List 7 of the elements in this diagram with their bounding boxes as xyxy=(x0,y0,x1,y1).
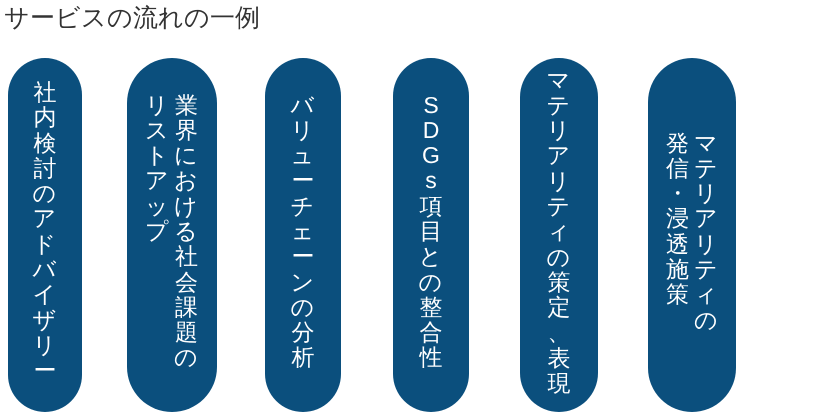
vertical-label: 業界における社会課題のリストアップ xyxy=(146,92,198,372)
vertical-label: マテリアリティの策定、表現 xyxy=(548,68,570,398)
vertical-label: マテリアリティの発信・浸透施策 xyxy=(666,130,718,335)
vertical-label: 社内検討のアドバイザリー xyxy=(34,80,56,386)
vertical-label: バリューチェーンの分析 xyxy=(292,92,314,372)
diagram-title: サービスの流れの一例 xyxy=(4,3,260,34)
vertical-label: SDGs項目との整合性 xyxy=(420,92,442,372)
